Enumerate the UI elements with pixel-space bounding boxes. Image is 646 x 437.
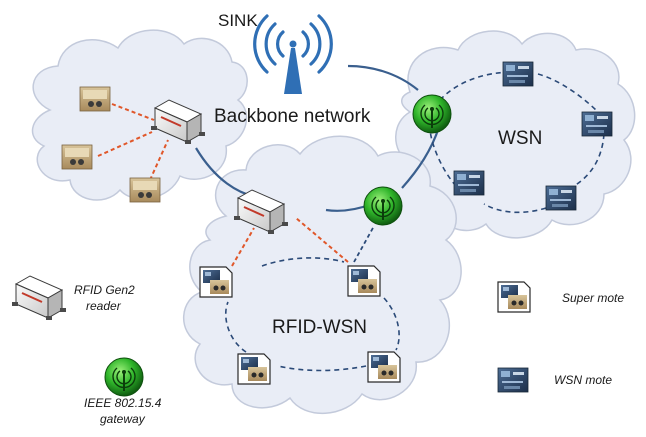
gateway-wsn-icon [412, 94, 452, 134]
legend-reader-label-1: RFID Gen2 [74, 283, 135, 297]
super-mote-icon [367, 351, 401, 383]
tagged-item-icon [61, 144, 93, 170]
rfid-wsn-label: RFID-WSN [272, 317, 367, 338]
legend-gateway-label-2: gateway [100, 412, 145, 426]
tagged-item-icon [79, 86, 111, 112]
super-mote-icon [237, 353, 271, 385]
wsn-mote-icon [545, 185, 577, 211]
backbone-label: Backbone network [214, 106, 371, 127]
super-mote-icon [199, 266, 233, 298]
legend-wsn-mote-icon [497, 367, 529, 393]
wsn-mote-icon [453, 170, 485, 196]
legend-wsn-mote-label: WSN mote [554, 373, 613, 387]
legend-gateway-icon [104, 357, 144, 397]
sink-antenna-icon [253, 14, 333, 94]
wsn-mote-icon [581, 111, 613, 137]
sink-label: SINK [218, 11, 258, 30]
gateway-rfid-wsn-icon [363, 186, 403, 226]
rfid-links [97, 103, 349, 267]
legend-gateway-label-1: IEEE 802.15.4 [84, 396, 162, 410]
rfid-wsn-ring [224, 257, 400, 372]
wsn-mote-icon [502, 61, 534, 87]
tagged-item-icon [129, 177, 161, 203]
legend-super-mote-icon [497, 281, 531, 313]
legend-reader-label-2: reader [86, 299, 121, 313]
wsn-label: WSN [498, 128, 543, 149]
super-mote-icon [347, 265, 381, 297]
legend-super-mote-label: Super mote [562, 291, 625, 305]
legend-reader-icon [11, 275, 67, 321]
